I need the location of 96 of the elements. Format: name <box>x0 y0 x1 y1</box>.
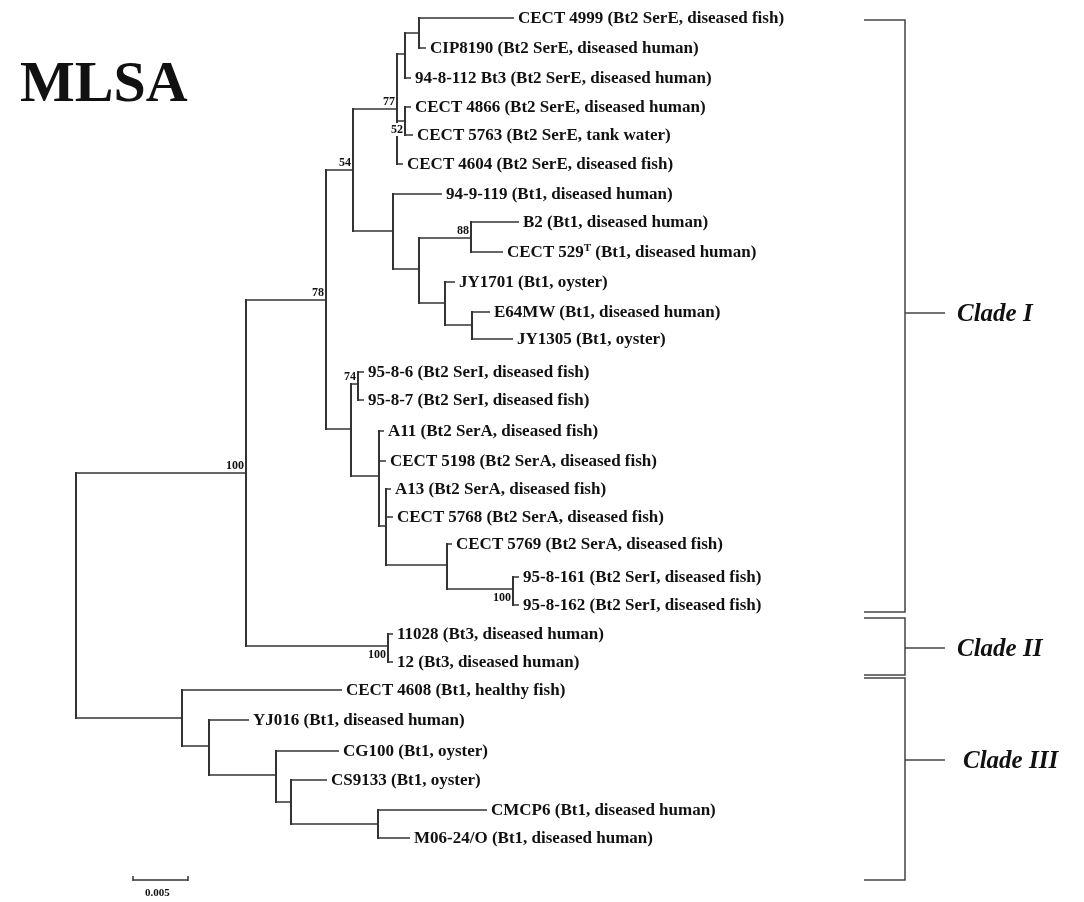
strain-label: YJ016 (Bt1, diseased human) <box>249 710 465 730</box>
tree-branch <box>377 837 411 839</box>
strain-label: CECT 5768 (Bt2 SerA, diseased fish) <box>393 507 664 527</box>
strain-label: 95-8-7 (Bt2 SerI, diseased fish) <box>364 390 590 410</box>
strain-label: CECT 4866 (Bt2 SerE, diseased human) <box>411 97 706 117</box>
bootstrap-value: 52 <box>391 123 403 136</box>
bootstrap-value: 54 <box>339 156 351 169</box>
strain-label: CMCP6 (Bt1, diseased human) <box>487 800 716 820</box>
strain-label: CECT 529$^{T}$ (Bt1, diseased human) <box>503 242 757 262</box>
strain-label: E64MW (Bt1, diseased human) <box>490 302 721 322</box>
clade-label: Clade I <box>957 299 1033 327</box>
tree-branch <box>208 774 277 776</box>
strain-label: 94-8-112 Bt3 (Bt2 SerE, diseased human) <box>411 68 712 88</box>
tree-branch <box>418 302 446 304</box>
tree-branch <box>404 106 412 108</box>
strain-label: 95-8-162 (Bt2 SerI, diseased fish) <box>519 595 762 615</box>
strain-label: CECT 4999 (Bt2 SerE, diseased fish) <box>514 8 785 28</box>
tree-branch <box>275 750 340 752</box>
tree-branch <box>275 801 292 803</box>
tree-branch <box>444 281 456 283</box>
tree-branch <box>392 193 443 195</box>
tree-branch <box>446 588 514 590</box>
tree-branch <box>208 719 250 721</box>
tree-branch <box>290 823 379 825</box>
tree-branch <box>350 475 380 477</box>
tree-branch <box>392 268 420 270</box>
tree-branch <box>245 645 389 647</box>
strain-label: A13 (Bt2 SerA, diseased fish) <box>391 479 607 499</box>
strain-label: 12 (Bt3, diseased human) <box>393 652 580 672</box>
tree-branch <box>418 47 427 49</box>
bootstrap-value: 77 <box>383 95 395 108</box>
tree-branch <box>418 237 472 239</box>
strain-label: CECT 5763 (Bt2 SerE, tank water) <box>413 125 671 145</box>
strain-label: 11028 (Bt3, diseased human) <box>393 624 604 644</box>
tree-branch <box>377 809 488 811</box>
bootstrap-value: 100 <box>368 648 386 661</box>
strain-label: CS9133 (Bt1, oyster) <box>327 770 481 790</box>
tree-branch <box>446 543 453 545</box>
tree-branch <box>75 717 183 719</box>
bootstrap-value: 78 <box>312 286 324 299</box>
bootstrap-value: 100 <box>226 459 244 472</box>
scale-value: 0.005 <box>145 886 170 898</box>
tree-branch <box>290 779 328 781</box>
strain-label: CECT 4604 (Bt2 SerE, diseased fish) <box>403 154 674 174</box>
tree-branch <box>378 460 387 462</box>
tree-branch <box>471 338 514 340</box>
tree-branch <box>75 472 247 474</box>
strain-label: CECT 4608 (Bt1, healthy fish) <box>342 680 566 700</box>
tree-branch <box>378 430 385 432</box>
tree-branch <box>512 604 520 606</box>
strain-label: CECT 5198 (Bt2 SerA, diseased fish) <box>386 451 657 471</box>
bootstrap-value: 100 <box>493 591 511 604</box>
tree-branch <box>352 108 398 110</box>
tree-branch <box>378 525 387 527</box>
tree-branch <box>245 299 327 301</box>
strain-label: CIP8190 (Bt2 SerE, diseased human) <box>426 38 699 58</box>
tree-branch <box>181 689 343 691</box>
tree-branch <box>404 134 414 136</box>
tree-branch <box>396 120 406 122</box>
tree-branch <box>385 516 394 518</box>
tree-branch <box>512 576 520 578</box>
tree-branch <box>352 230 394 232</box>
tree-branch <box>387 633 394 635</box>
diagram-title: MLSA <box>20 50 188 114</box>
tree-branch <box>357 371 365 373</box>
clade-label: Clade III <box>963 746 1059 774</box>
tree-branch <box>404 77 412 79</box>
tree-branch <box>357 399 365 401</box>
strain-label: B2 (Bt1, diseased human) <box>519 212 709 232</box>
clade-label: Clade II <box>957 634 1043 662</box>
tree-branch <box>325 169 354 171</box>
strain-label: 95-8-161 (Bt2 SerI, diseased fish) <box>519 567 762 587</box>
tree-branch <box>181 745 210 747</box>
strain-label: A11 (Bt2 SerA, diseased fish) <box>384 421 599 441</box>
tree-branch <box>387 661 394 663</box>
strain-label: JY1305 (Bt1, oyster) <box>513 329 666 349</box>
tree-branch <box>385 488 392 490</box>
bootstrap-value: 88 <box>457 224 469 237</box>
tree-branch <box>470 251 504 253</box>
strain-label: 95-8-6 (Bt2 SerI, diseased fish) <box>364 362 590 382</box>
bootstrap-value: 74 <box>344 370 356 383</box>
strain-label: CECT 5769 (Bt2 SerA, diseased fish) <box>452 534 723 554</box>
tree-branch <box>471 311 491 313</box>
tree-branch <box>325 428 352 430</box>
strain-label: CG100 (Bt1, oyster) <box>339 741 488 761</box>
strain-label: M06-24/O (Bt1, diseased human) <box>410 828 653 848</box>
tree-branch <box>396 163 404 165</box>
tree-branch <box>385 564 448 566</box>
strain-label: JY1701 (Bt1, oyster) <box>455 272 608 292</box>
tree-branch <box>444 324 473 326</box>
tree-branch <box>470 221 520 223</box>
tree-branch <box>418 17 515 19</box>
tree-branch <box>404 32 420 34</box>
tree-branch <box>396 53 406 55</box>
strain-label: 94-9-119 (Bt1, diseased human) <box>442 184 673 204</box>
tree-branch <box>350 383 359 385</box>
